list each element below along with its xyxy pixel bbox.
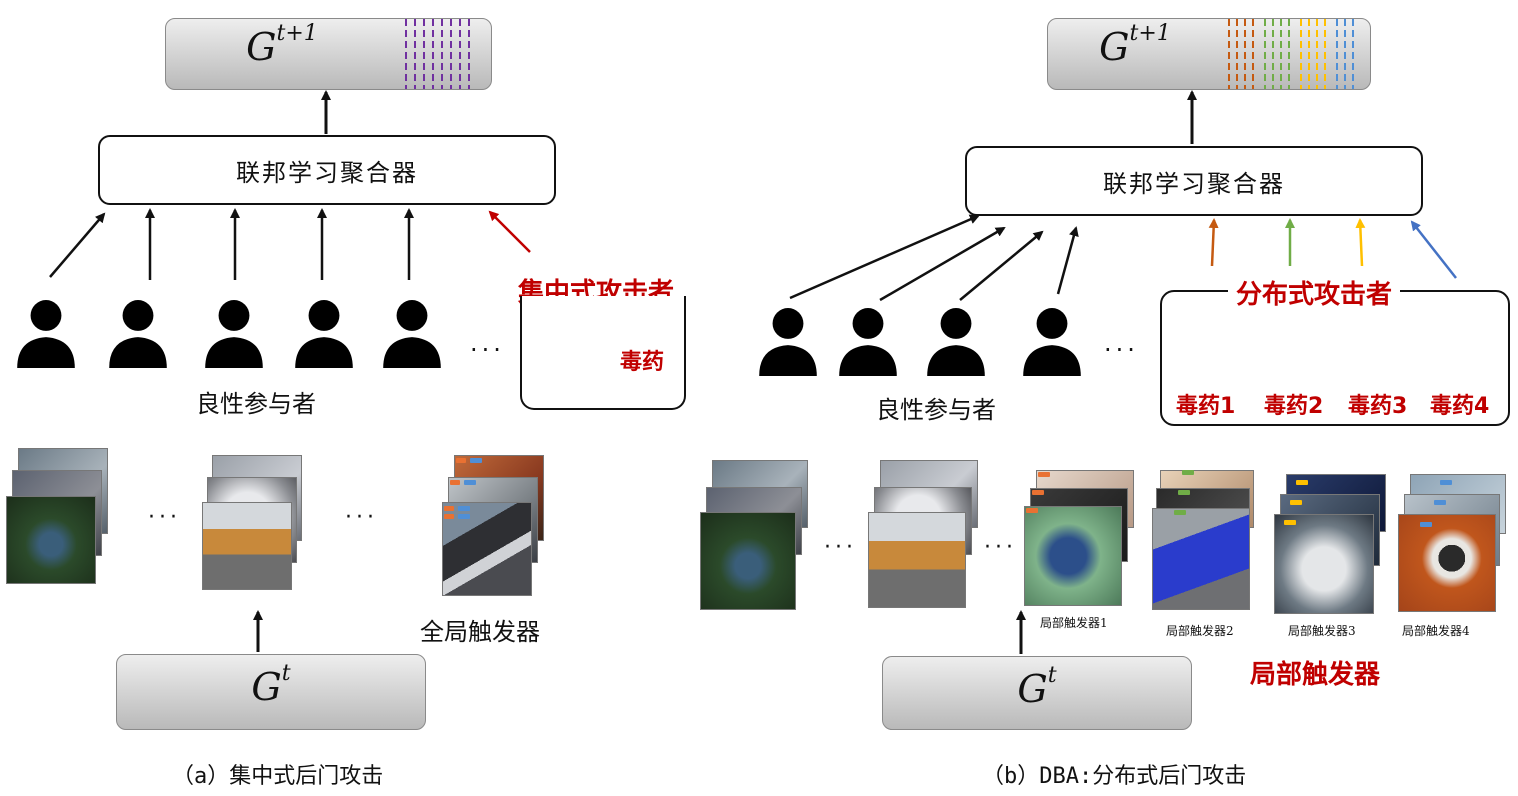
person-icon xyxy=(295,300,353,368)
person-icon xyxy=(383,300,441,368)
poison-label-3: 毒药3 xyxy=(1348,394,1408,419)
arrow-benign-b xyxy=(1056,226,1079,295)
person-icon xyxy=(927,308,985,376)
trigger-mark xyxy=(464,480,476,485)
image-dog xyxy=(1024,506,1122,606)
arrow-benign-b xyxy=(879,226,1006,302)
model-label: Gt+1 xyxy=(246,21,318,69)
arrow-attacker-1 xyxy=(1208,218,1219,267)
arrow-benign-b xyxy=(959,230,1044,301)
arrow-attacker-3 xyxy=(1355,218,1366,267)
trigger-mark xyxy=(1434,500,1446,505)
poison-label-2: 毒药2 xyxy=(1264,394,1324,419)
person-icon xyxy=(1023,308,1081,376)
local-trigger-title: 局部触发器 xyxy=(1250,660,1381,690)
trigger-mark xyxy=(450,480,460,485)
attacker-box-a xyxy=(520,296,686,410)
image-truck xyxy=(202,502,292,590)
poison-pattern-1 xyxy=(1222,19,1258,89)
attacker-title-b: 分布式攻击者 xyxy=(1228,274,1401,311)
trigger-mark xyxy=(1284,520,1296,525)
ellipsis: ··· xyxy=(984,535,1017,560)
local-trigger-label-4: 局部触发器4 xyxy=(1402,624,1470,638)
arrow-attacker-4 xyxy=(1410,220,1457,279)
trigger-mark xyxy=(458,506,470,511)
poison-pattern-4 xyxy=(1330,19,1360,89)
image-truck xyxy=(868,512,966,608)
person-icon xyxy=(109,300,167,368)
arrow-benign-b xyxy=(789,214,980,300)
trigger-mark xyxy=(1296,480,1308,485)
caption-b: （b）DBA:分布式后门攻击 xyxy=(982,764,1247,789)
poison-label-4: 毒药4 xyxy=(1430,394,1490,419)
trigger-mark xyxy=(444,514,454,519)
global-model-current-b: Gt xyxy=(882,656,1192,730)
poison-pattern-2 xyxy=(1258,19,1294,89)
trigger-mark xyxy=(1178,490,1190,495)
aggregator-box-a: 联邦学习聚合器 xyxy=(98,135,556,205)
local-trigger-label-3: 局部触发器3 xyxy=(1288,624,1356,638)
image-bird xyxy=(1398,514,1496,612)
trigger-mark xyxy=(1290,500,1302,505)
global-model-next-a: Gt+1 xyxy=(165,18,492,90)
trigger-mark xyxy=(1182,470,1194,475)
arrow-attacker-a xyxy=(488,210,531,253)
ellipsis: ··· xyxy=(345,505,378,530)
local-trigger-label-1: 局部触发器1 xyxy=(1040,616,1108,630)
image-vehicle xyxy=(1274,514,1374,614)
global-model-next-b: Gt+1 xyxy=(1047,18,1371,90)
image-car xyxy=(1152,508,1250,610)
model-label: Gt xyxy=(251,661,291,709)
trigger-mark xyxy=(1026,508,1038,513)
benign-label-a: 良性参与者 xyxy=(196,390,316,418)
person-icon xyxy=(205,300,263,368)
person-icon xyxy=(759,308,817,376)
trigger-mark xyxy=(458,514,470,519)
person-icon xyxy=(839,308,897,376)
poison-label-a: 毒药 xyxy=(620,350,665,375)
trigger-mark xyxy=(470,458,482,463)
aggregator-box-b: 联邦学习聚合器 xyxy=(965,146,1423,216)
trigger-mark xyxy=(1032,490,1044,495)
image-airplane xyxy=(442,502,532,596)
ellipsis: ··· xyxy=(470,336,505,364)
person-icon xyxy=(17,300,75,368)
trigger-mark xyxy=(444,506,454,511)
ellipsis: ··· xyxy=(148,505,181,530)
model-label: Gt+1 xyxy=(1099,21,1171,69)
arrow-benign-a xyxy=(49,212,106,278)
caption-a: （a）集中式后门攻击 xyxy=(172,764,384,789)
local-trigger-label-2: 局部触发器2 xyxy=(1166,624,1234,638)
poison-pattern-3 xyxy=(1294,19,1330,89)
ellipsis: ··· xyxy=(1104,336,1139,364)
ellipsis: ··· xyxy=(824,535,857,560)
trigger-mark xyxy=(1420,522,1432,527)
trigger-mark xyxy=(456,458,466,463)
global-model-current-a: Gt xyxy=(116,654,426,730)
trigger-mark xyxy=(1038,472,1050,477)
trigger-mark xyxy=(1174,510,1186,515)
poison-pattern xyxy=(398,19,470,89)
model-label: Gt xyxy=(1017,663,1057,711)
poison-label-1: 毒药1 xyxy=(1176,394,1236,419)
image-deer xyxy=(700,512,796,610)
global-trigger-label: 全局触发器 xyxy=(420,618,540,646)
trigger-mark xyxy=(1440,480,1452,485)
attacker-box-b xyxy=(1160,290,1510,426)
benign-label-b: 良性参与者 xyxy=(876,396,996,424)
image-deer xyxy=(6,496,96,584)
